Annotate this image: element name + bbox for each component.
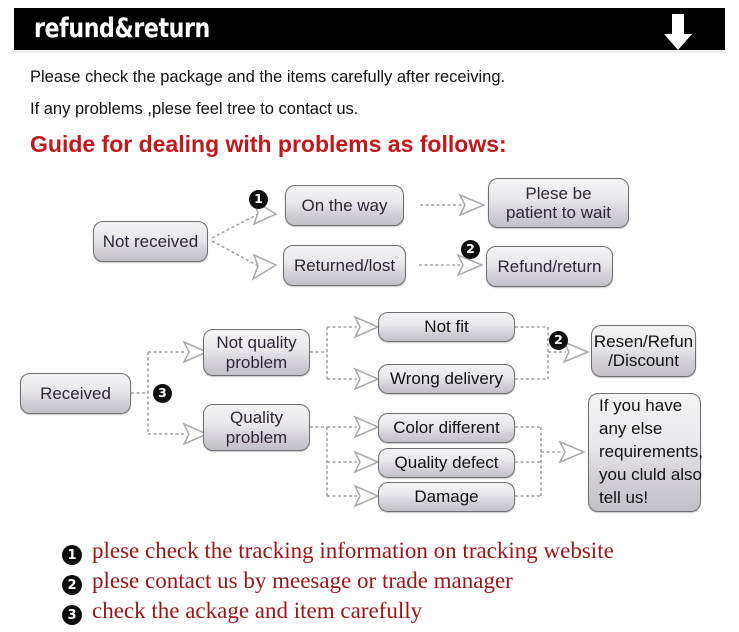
intro-line-2: If any problems ,plese feel tree to cont… — [30, 100, 359, 118]
page-title: refund&return — [34, 13, 210, 44]
node-received: Received — [20, 373, 131, 414]
list-item: 2 plese contact us by meesage or trade m… — [62, 568, 722, 600]
node-returned-lost: Returned/lost — [283, 245, 406, 286]
list-item: 1 plese check the tracking information o… — [62, 538, 722, 570]
node-damage: Damage — [378, 482, 515, 512]
badge-3-flow2: 3 — [153, 384, 172, 403]
list-badge: 2 — [62, 575, 82, 595]
node-on-the-way: On the way — [285, 185, 404, 226]
badge-1-flow1: 1 — [249, 190, 268, 209]
node-else-requirements: If you have any else requirements, you c… — [588, 393, 703, 512]
badge-2-flow1: 2 — [461, 240, 480, 259]
node-not-received: Not received — [93, 221, 208, 262]
node-not-fit: Not fit — [378, 312, 515, 342]
list-text: plese check the tracking information on … — [92, 538, 614, 563]
node-wrong-delivery: Wrong delivery — [378, 364, 515, 394]
list-badge: 1 — [62, 545, 82, 565]
list-text: check the ackage and item carefully — [92, 598, 423, 623]
down-arrow-icon — [664, 14, 692, 50]
node-plese-be-patient: Plese be patient to wait — [488, 178, 629, 228]
list-badge: 3 — [62, 605, 82, 625]
node-quality-defect: Quality defect — [378, 448, 515, 478]
footer-notes-list: 1 plese check the tracking information o… — [62, 538, 722, 630]
intro-line-1: Please check the package and the items c… — [30, 68, 506, 86]
list-item: 3 check the ackage and item carefully — [62, 598, 722, 630]
node-not-quality-problem: Not quality problem — [203, 329, 310, 376]
node-resend-refund-discount: Resen/Refun /Discount — [591, 325, 696, 377]
banner-divider — [14, 50, 725, 53]
node-color-different: Color different — [378, 413, 515, 443]
node-refund-return: Refund/return — [486, 246, 613, 287]
badge-2-flow2: 2 — [549, 331, 568, 350]
header-banner: refund&return — [14, 8, 725, 50]
guide-heading: Guide for dealing with problems as follo… — [30, 131, 507, 157]
node-quality-problem: Quality problem — [203, 404, 310, 451]
list-text: plese contact us by meesage or trade man… — [92, 568, 513, 593]
